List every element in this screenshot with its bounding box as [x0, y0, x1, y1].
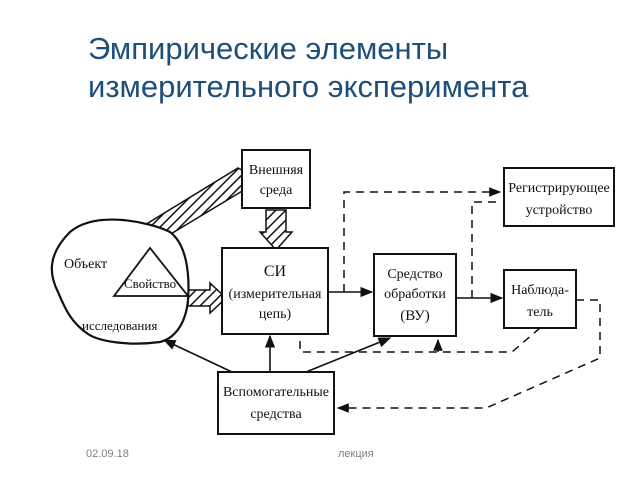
slide-title-line-2: измерительного эксперимента	[88, 69, 529, 104]
si-label-1: СИ	[264, 263, 287, 280]
footer-date: 02.09.18	[86, 448, 129, 460]
observer-label-2: тель	[527, 305, 553, 320]
object-of-research-blob	[50, 218, 190, 345]
auxiliary-to-processing-arrow	[305, 337, 392, 373]
environment-label-2: среда	[260, 183, 293, 198]
processing-to-recorder-dashed-arrow	[471, 201, 500, 298]
footer-center-label: лекция	[338, 448, 374, 460]
recorder-box	[503, 167, 615, 227]
si-label-3: цепь)	[259, 307, 292, 322]
si-label-2: (измерительная	[229, 287, 322, 302]
si-to-recorder-dashed-arrow	[343, 187, 502, 292]
environment-box	[241, 149, 311, 209]
processing-label-2: обработки	[384, 287, 446, 302]
environment-to-si-arrow	[258, 209, 294, 252]
auxiliary-label-1: Вспомогательные	[223, 385, 329, 400]
observer-label-1: Наблюда-	[511, 283, 569, 298]
property-triangle	[112, 246, 190, 297]
recorder-label-1: Регистрирующее	[508, 181, 610, 196]
auxiliary-to-object-arrow	[162, 339, 233, 373]
property-label: Свойство	[124, 276, 176, 291]
si-box	[221, 247, 329, 335]
property-to-si-arrow	[187, 281, 228, 315]
processing-label-1: Средство	[387, 267, 442, 282]
environment-label-1: Внешняя	[249, 163, 304, 178]
observer-box	[503, 269, 577, 329]
auxiliary-box	[217, 371, 335, 435]
processing-label-3: (ВУ)	[400, 308, 429, 324]
observer-feedback-dashed-line	[299, 327, 541, 353]
slide-title: Эмпирические элементы измерительного экс…	[88, 30, 628, 106]
slide-title-line-1: Эмпирические элементы	[88, 31, 449, 66]
processing-box	[373, 253, 457, 337]
object-label: Объект	[64, 257, 107, 272]
auxiliary-label-2: средства	[250, 407, 302, 422]
research-label: исследования	[82, 318, 157, 333]
recorder-label-2: устройство	[526, 203, 593, 218]
observer-to-auxiliary-dashed-arrow	[336, 299, 601, 413]
